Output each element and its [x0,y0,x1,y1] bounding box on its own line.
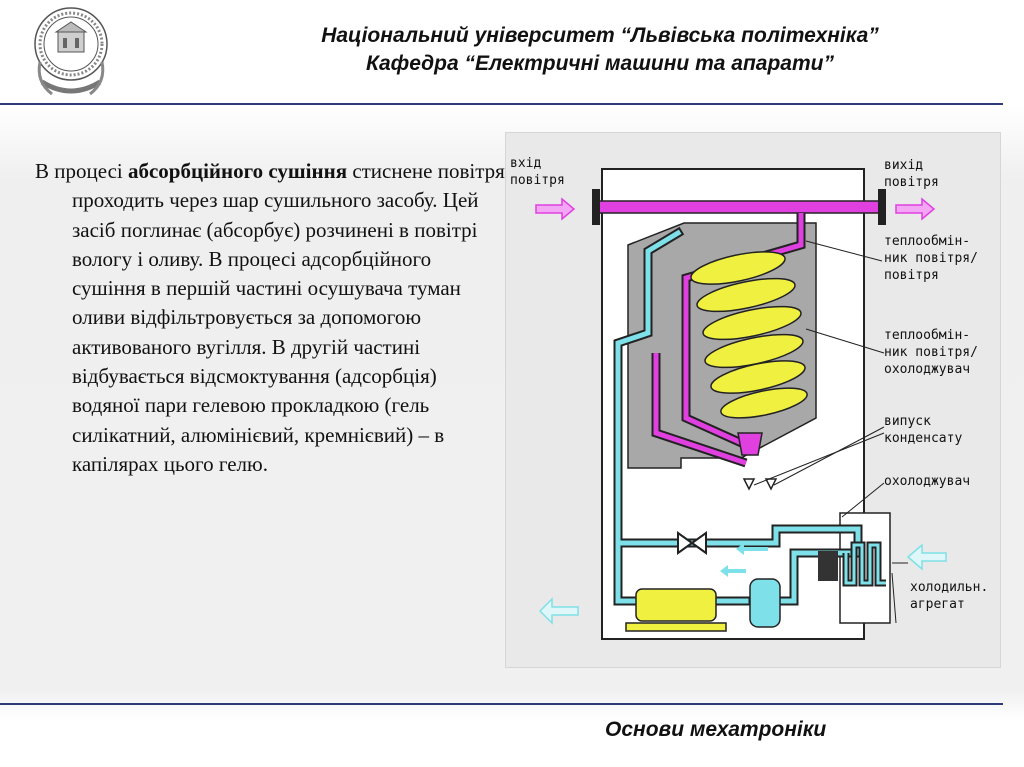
coolant-flow-arrows [538,543,947,625]
slide-header: Національний університет “Львівська полі… [180,22,1020,78]
university-name: Національний університет “Львівська полі… [321,24,879,47]
label-coolant: охолоджувач [884,474,971,489]
footer-divider [0,703,1003,705]
body-paragraph: В процесі абсорбційного сушіння стиснене… [35,157,507,479]
compressor [635,588,717,622]
header-divider [0,103,1003,105]
fan-motor [818,551,838,581]
footer-course-title: Основи мехатроніки [605,718,827,741]
university-emblem [30,2,112,100]
body-rest: стиснене повітря проходить через шар суш… [72,159,505,476]
body-bold-term: абсорбційного сушіння [127,159,348,183]
label-refrigeration: холодильн.агрегат [910,580,989,612]
label-hx-air-coolant: теплообмін-ник повітря/охолоджувач [884,328,978,377]
condensate-separator [737,432,763,456]
air-pipe [653,213,804,466]
coolant-separator [749,578,781,628]
dryer-schematic [535,168,947,640]
department-name: Кафедра “Електричні машини та апарати” [366,52,834,75]
expansion-valve [677,531,707,555]
label-hx-air-air: теплообмін-ник повітря/повітря [884,234,978,283]
condenser-coil [844,543,886,585]
callout-leaders [753,240,908,624]
body-prefix: В процесі [35,159,128,183]
heat-exchanger-coils [690,251,808,419]
condensate-drain [742,478,778,491]
air-flow-arrows [535,197,936,221]
air-main-pipe [595,200,883,214]
